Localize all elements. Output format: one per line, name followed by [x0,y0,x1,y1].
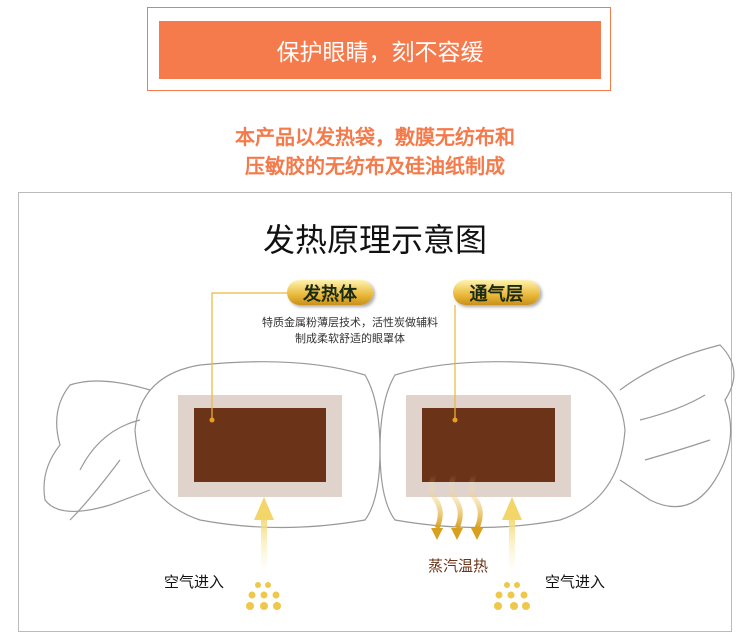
label-vent-layer: 通气层 [453,280,540,305]
leader-dot [209,417,215,423]
steam-label: 蒸汽温热 [428,557,489,575]
diagram-title: 发热原理示意图 [262,221,487,259]
steam-arrows [428,474,483,530]
description-line1: 特质金属粉薄层技术，活性炭做辅料 [262,316,438,329]
air-in-right-label: 空气进入 [545,573,606,591]
air-arrow-right [502,497,522,575]
eye-mask-illustration [43,292,735,610]
air-in-left-label: 空气进入 [164,573,225,591]
banner-frame [147,7,611,91]
left-heater [194,408,326,482]
banner-title: 保护眼睛，刻不容缓 [159,21,601,79]
right-heater [422,408,555,482]
subtitle-line2: 压敏胶的无纺布及硅油纸制成 [245,154,505,178]
leader-dot [452,417,458,423]
air-dots [246,582,530,610]
label-heater: 发热体 [287,280,373,305]
air-arrow-left [254,497,274,575]
mask-outline [43,344,735,529]
description-line2: 制成柔软舒适的眼罩体 [295,332,405,345]
subtitle-line1: 本产品以发热袋，敷膜无纺布和 [235,125,515,149]
leader-lines [211,292,456,420]
